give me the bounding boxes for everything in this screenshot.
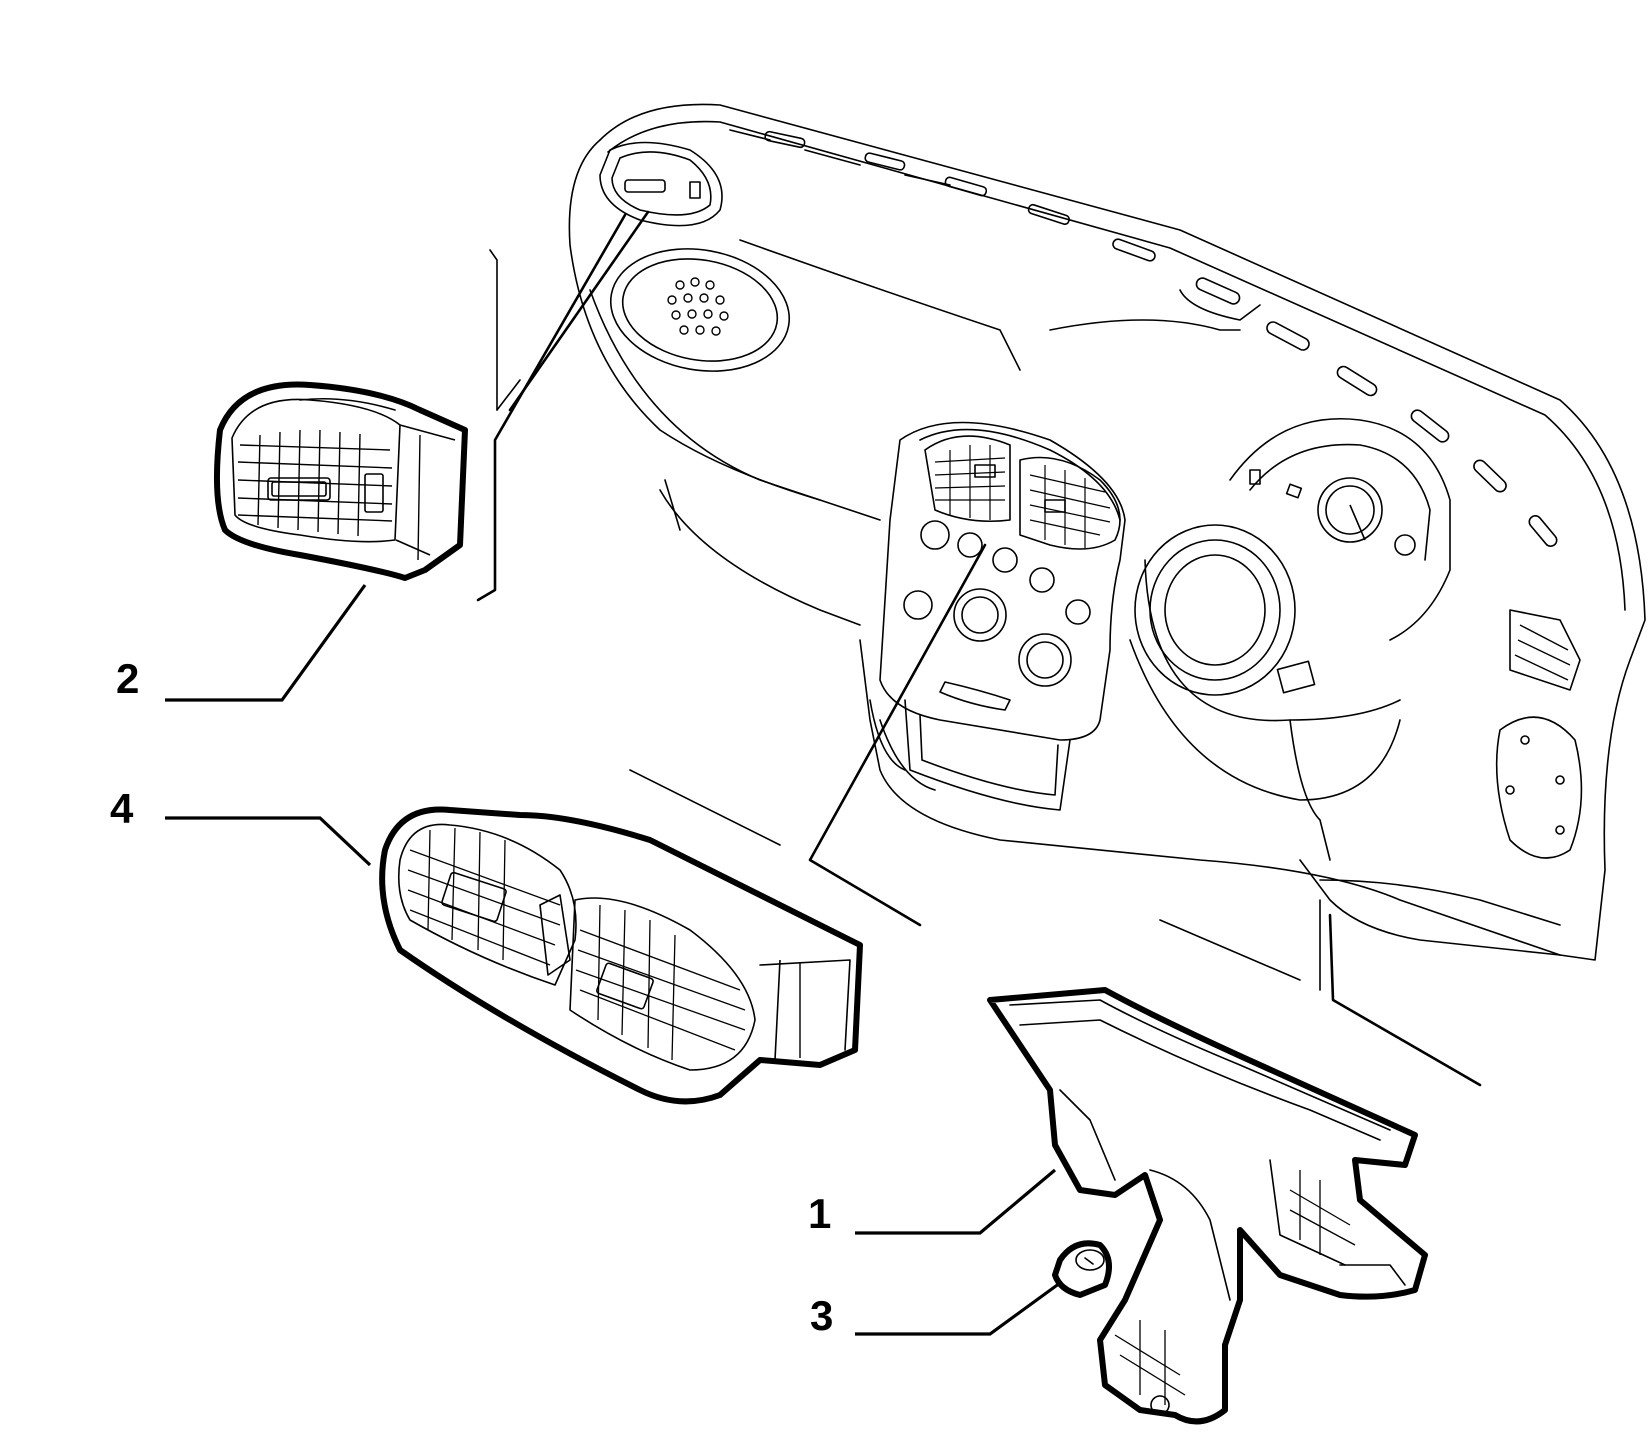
part-2-side-vent: [213, 381, 468, 581]
center-console: [869, 421, 1126, 811]
part-4-center-vent: [379, 806, 863, 1105]
part-3-plug: [1052, 1240, 1112, 1298]
leader-2: [165, 584, 367, 702]
callout-leaders: [165, 584, 1061, 1336]
console-knobs: [903, 520, 1091, 711]
dashboard-right-speaker: [1495, 716, 1583, 859]
instrument-cluster: [1229, 418, 1451, 641]
dashboard-right-vent: [1509, 609, 1581, 691]
steering-shroud: [1129, 524, 1401, 861]
leader-3: [855, 1281, 1061, 1336]
callout-label-1: 1: [808, 1190, 832, 1237]
dashboard-lower-face: [589, 289, 881, 521]
defroster-slots: [764, 130, 1558, 547]
callout-label-4: 4: [110, 785, 134, 832]
dashboard-outline-left: [568, 139, 821, 501]
leader-1: [855, 1168, 1057, 1235]
part-1-air-duct: [987, 987, 1428, 1425]
assembly-leader-lines: [476, 210, 1482, 1087]
dashboard-inner-ridge: [607, 120, 1626, 611]
dashboard-assembly: [489, 103, 1646, 991]
callout-label-2: 2: [116, 655, 140, 702]
leader-4: [165, 816, 372, 867]
callout-label-3: 3: [810, 1292, 834, 1339]
dashboard-left-vent: [599, 141, 723, 227]
speaker-grille: [609, 248, 791, 372]
dashboard-outline-top: [599, 103, 1646, 961]
